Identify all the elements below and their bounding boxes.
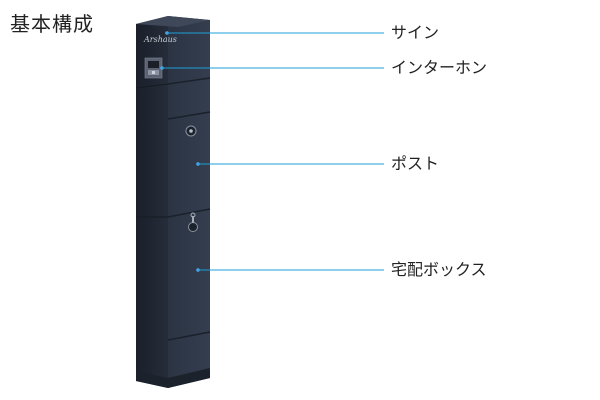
seam-line bbox=[167, 331, 211, 341]
seam-line bbox=[167, 77, 211, 85]
lock-icon bbox=[185, 125, 197, 137]
callout-leader-post bbox=[196, 162, 384, 166]
callout-label-intercom: インターホン bbox=[391, 58, 488, 77]
callout-label-sign: サイン bbox=[391, 23, 440, 42]
key-icon bbox=[188, 212, 198, 232]
callout-leader-sign bbox=[165, 31, 384, 35]
unit-base bbox=[136, 368, 210, 388]
brand-logo: Arshaus bbox=[143, 35, 177, 44]
unit-side-face bbox=[136, 16, 168, 388]
seam-line bbox=[135, 83, 169, 89]
callout-leader-delivery-box bbox=[196, 268, 384, 272]
callout-leader-intercom bbox=[160, 66, 384, 70]
page-title: 基本構成 bbox=[10, 12, 94, 36]
unit-front-face bbox=[168, 16, 210, 388]
callout-label-delivery-box: 宅配ボックス bbox=[391, 260, 487, 279]
callout-label-post: ポスト bbox=[391, 154, 440, 173]
intercom-panel-icon bbox=[144, 57, 163, 79]
seam-line bbox=[167, 111, 211, 120]
unit-top-face bbox=[136, 16, 210, 27]
seam-line bbox=[167, 208, 211, 218]
